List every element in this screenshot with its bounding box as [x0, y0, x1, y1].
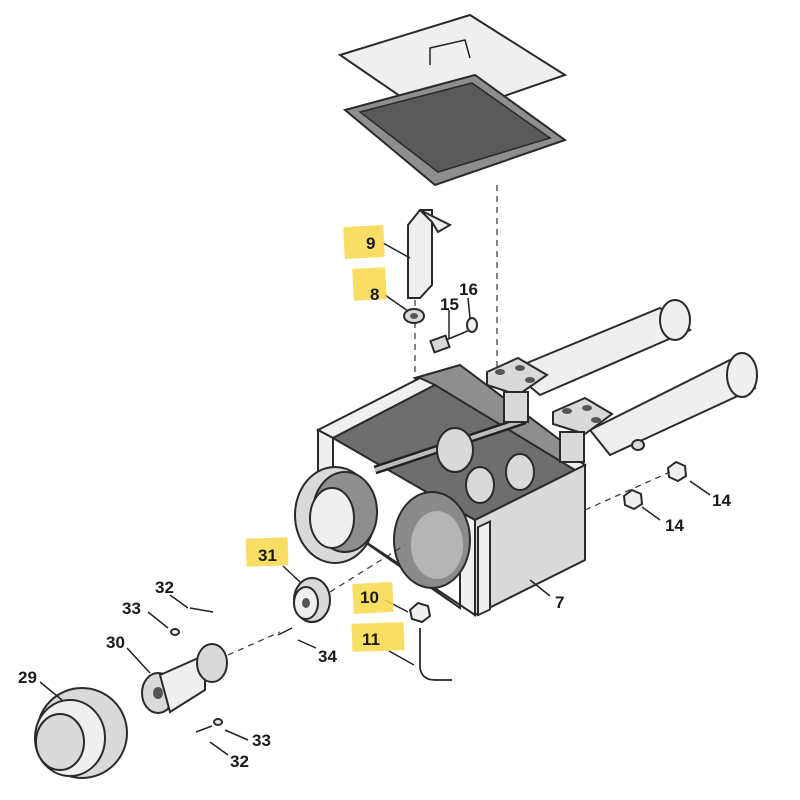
top-cover-assembly	[337, 13, 568, 370]
callout-15: 15	[440, 295, 459, 314]
callout-8: 8	[370, 285, 379, 304]
callout-14-lower: 14	[665, 516, 684, 535]
gear-wheel	[436, 427, 474, 473]
part-32-33-screws	[170, 607, 223, 733]
callout-33-lower: 33	[252, 731, 271, 750]
pipe-manifold	[486, 299, 758, 463]
valve-block-1	[486, 356, 549, 397]
callout-32-upper: 32	[155, 578, 174, 597]
part-29-large-seal	[34, 687, 128, 779]
part-11-elbow-pipe	[419, 628, 452, 681]
part-30-hub	[141, 631, 281, 714]
leader-lines	[39, 242, 711, 756]
highlight-11	[351, 622, 405, 652]
part-31-coupling	[293, 544, 406, 623]
callout-16: 16	[459, 280, 478, 299]
callout-9: 9	[366, 234, 375, 253]
callout-33-upper: 33	[122, 599, 141, 618]
highlight-9	[343, 224, 385, 260]
callout-14-upper: 14	[712, 491, 731, 510]
callout-30: 30	[106, 633, 125, 652]
callout-11: 11	[362, 630, 380, 649]
highlight-8	[352, 267, 387, 301]
filter-tray-inner	[358, 82, 552, 173]
highlight-10	[352, 581, 394, 615]
callout-31: 31	[258, 546, 277, 565]
highlight-31	[245, 537, 289, 567]
valve-block-2	[552, 396, 614, 436]
callout-labels: 9 8 15 16 14 14 7 31 10 11 32 33 30 34 2…	[18, 234, 731, 771]
callout-highlights	[245, 224, 405, 652]
callout-7: 7	[555, 593, 564, 612]
cover-handle-icon	[429, 39, 471, 65]
part-34-screw	[277, 627, 293, 636]
part-14-nuts	[584, 460, 688, 511]
callout-29: 29	[18, 668, 37, 687]
part-8-cap	[403, 308, 425, 324]
part-10-nut	[408, 601, 432, 624]
callout-32-lower: 32	[230, 752, 249, 771]
part-15-16-bolt	[429, 317, 478, 354]
gearbox-housing	[294, 363, 587, 617]
callout-10: 10	[360, 588, 379, 607]
callout-34: 34	[318, 647, 337, 666]
